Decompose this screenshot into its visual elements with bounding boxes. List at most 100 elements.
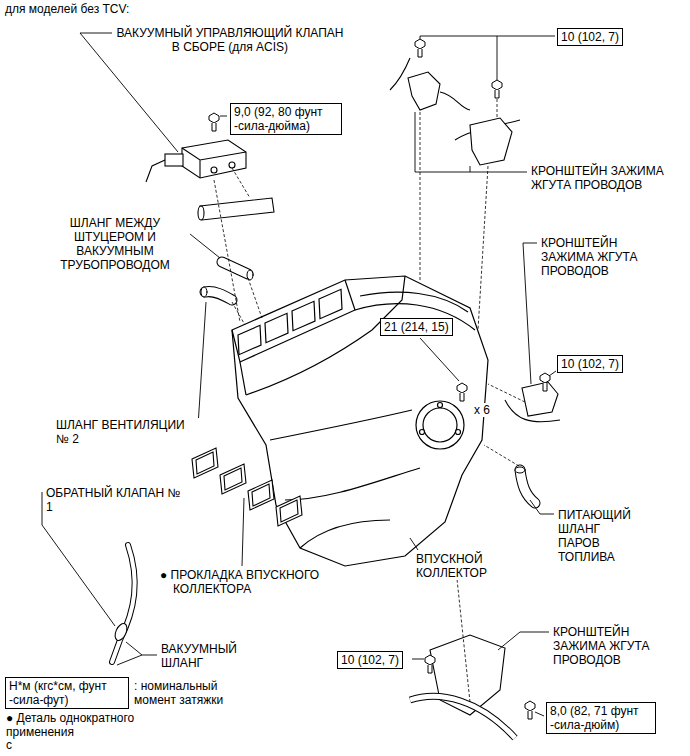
node-text: 10 (102, 7) bbox=[561, 357, 619, 371]
assembly-line bbox=[232, 302, 245, 325]
node-text: 10 (102, 7) bbox=[561, 30, 619, 44]
part-name: ШЛАНГ МЕЖДУ ШТУЦЕРОМ И ВАКУУМНЫМ ТРУБОПР… bbox=[40, 216, 190, 272]
vacuum-valve bbox=[165, 154, 183, 166]
intake-manifold bbox=[360, 292, 468, 312]
leader-line bbox=[497, 36, 498, 80]
assembly-line bbox=[484, 445, 519, 466]
intake-manifold bbox=[240, 362, 246, 395]
figure-code: c bbox=[5, 738, 13, 752]
manifold-gasket bbox=[220, 464, 246, 494]
intake-manifold bbox=[420, 430, 425, 435]
quantity-mark: x 6 bbox=[473, 403, 491, 417]
manifold-gasket bbox=[252, 484, 270, 506]
vacuum-valve bbox=[200, 198, 274, 220]
assembly-line bbox=[455, 560, 470, 702]
bolt-symbol bbox=[209, 113, 219, 131]
bolt-symbol bbox=[540, 373, 550, 391]
part-name: ● ПРОКЛАДКА ВПУСКНОГО КОЛЛЕКТОРА bbox=[160, 568, 365, 596]
harness-bracket bbox=[410, 696, 515, 738]
leader-line bbox=[242, 498, 244, 566]
intake-manifold bbox=[265, 313, 288, 342]
hose bbox=[205, 292, 232, 300]
bolt-symbol bbox=[492, 80, 502, 98]
intake-manifold bbox=[232, 280, 355, 362]
leader-line bbox=[220, 116, 227, 117]
assembly-line bbox=[488, 384, 525, 402]
torque-spec-box: 8,0 (82, 71 фунт -сила-дюйм) bbox=[546, 702, 656, 734]
bolt-symbol bbox=[425, 655, 435, 673]
bolt-symbol bbox=[525, 701, 535, 719]
manifold-gasket bbox=[220, 464, 246, 494]
hose bbox=[520, 470, 535, 503]
diagram-title: для моделей без TCV: bbox=[5, 2, 129, 16]
part-name: ВАКУУМНЫЙ УПРАВЛЯЮЩИЙ КЛАПАН В СБОРЕ (дл… bbox=[115, 26, 345, 54]
hose bbox=[201, 287, 207, 297]
part-name: КРОНШТЕЙН ЗАЖИМА ЖГУТА ПРОВОДОВ bbox=[552, 625, 672, 667]
manifold-gasket bbox=[192, 448, 218, 478]
part-name: ВПУСКНОЙ КОЛЛЕКТОР bbox=[415, 552, 535, 580]
vacuum-valve bbox=[146, 160, 165, 182]
harness-bracket bbox=[470, 118, 512, 165]
intake-manifold bbox=[232, 276, 488, 566]
harness-bracket bbox=[408, 72, 440, 110]
leader-line bbox=[535, 712, 544, 716]
intake-manifold bbox=[319, 289, 342, 318]
part-name: ПИТАЮЩИЙ ШЛАНГ ПАРОВ ТОПЛИВА bbox=[557, 508, 637, 564]
part-name: ВАКУУМНЫЙ ШЛАНГ bbox=[160, 642, 250, 670]
harness-bracket bbox=[440, 92, 470, 110]
hose bbox=[222, 262, 248, 274]
leader-line bbox=[415, 112, 527, 172]
hose bbox=[222, 262, 248, 274]
torque-spec-box: 21 (214, 15) bbox=[380, 318, 453, 336]
harness-bracket bbox=[522, 382, 558, 416]
part-name: ОБРАТНЫЙ КЛАПАН № 1 bbox=[45, 486, 185, 514]
assembly-line bbox=[232, 168, 250, 198]
hose bbox=[515, 467, 525, 473]
torque-spec-box: 10 (102, 7) bbox=[337, 651, 403, 669]
manifold-gasket bbox=[276, 496, 302, 526]
leader-line bbox=[410, 538, 418, 550]
bolt-symbol bbox=[457, 383, 467, 401]
node-text: 21 (214, 15) bbox=[384, 320, 449, 334]
part-name: КРОНШТЕЙН ЗАЖИМА ЖГУТА ПРОВОДОВ bbox=[540, 236, 660, 278]
vacuum-hose bbox=[112, 545, 135, 662]
leader-line bbox=[549, 371, 556, 376]
legend-key-box: Н*м (кгс*см, фунт -сила-фут) bbox=[5, 677, 129, 709]
manifold-gasket bbox=[248, 480, 274, 510]
intake-manifold bbox=[285, 468, 420, 500]
intake-manifold bbox=[270, 410, 412, 440]
assembly-line bbox=[478, 166, 488, 330]
bolt-symbol bbox=[415, 39, 425, 57]
node-text: 9,0 (92, 80 фунт -сила-дюйма) bbox=[234, 105, 338, 133]
intake-manifold bbox=[300, 520, 390, 548]
leader-line bbox=[420, 36, 555, 39]
intake-manifold bbox=[438, 403, 443, 408]
leader-line bbox=[470, 166, 471, 172]
vacuum-valve bbox=[182, 140, 246, 178]
manifold-gasket bbox=[276, 496, 302, 526]
intake-manifold bbox=[456, 430, 461, 435]
part-name: ШЛАНГ ВЕНТИЛЯЦИИ № 2 bbox=[55, 418, 200, 446]
leader-line bbox=[182, 302, 206, 426]
node-text: 8,0 (82, 71 фунт -сила-дюйм) bbox=[550, 704, 652, 732]
manifold-gasket bbox=[280, 500, 298, 522]
vacuum-hose bbox=[113, 622, 130, 643]
intake-manifold bbox=[423, 408, 457, 442]
intake-manifold bbox=[238, 325, 261, 354]
legend-text: ● Деталь однократного применения bbox=[5, 711, 155, 739]
intake-manifold bbox=[232, 276, 488, 566]
node-text: 10 (102, 7) bbox=[341, 653, 399, 667]
assembly-line bbox=[214, 180, 240, 322]
manifold-gasket bbox=[192, 448, 302, 526]
intake-manifold bbox=[246, 330, 372, 395]
leader-line bbox=[126, 642, 157, 655]
harness-bracket bbox=[410, 696, 515, 738]
vacuum-valve bbox=[198, 206, 204, 220]
vacuum-valve bbox=[146, 140, 274, 220]
assembly-line bbox=[497, 99, 498, 118]
node-text: Н*м (кгс*см, фунт -сила-фут) bbox=[9, 679, 125, 707]
leader-line bbox=[412, 659, 424, 660]
harness-bracket bbox=[390, 58, 410, 90]
leader-line bbox=[498, 632, 549, 650]
